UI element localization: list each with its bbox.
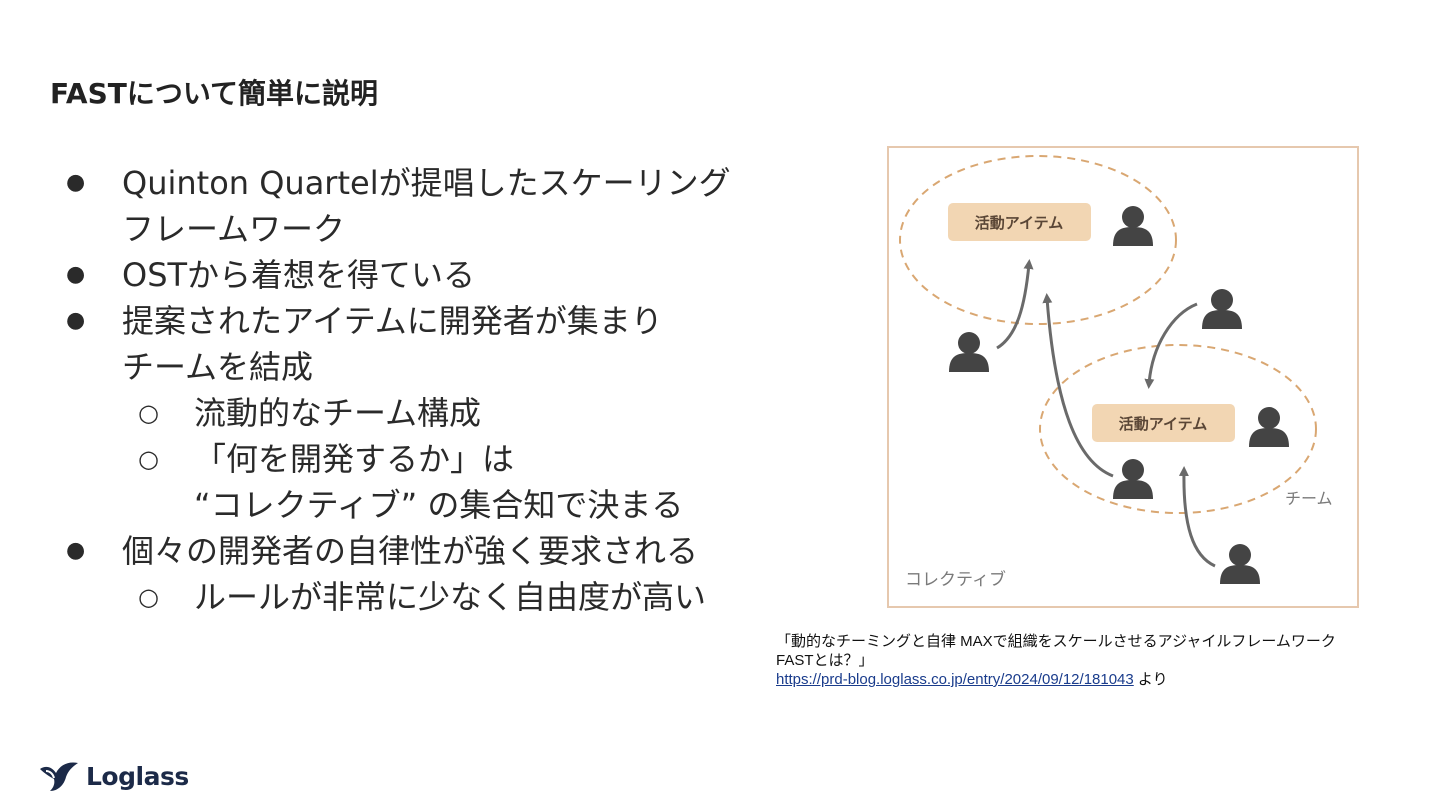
caption-suffix: より <box>1133 671 1168 688</box>
bullet-text-line: OSTから着想を得ている <box>122 256 476 294</box>
dot-bullet-icon: ● <box>66 538 86 563</box>
bullet-text-line: “コレクティブ” の集合知で決まる <box>194 486 684 524</box>
bullet-text-line: 提案されたアイテムに開発者が集まり <box>122 302 663 340</box>
sub-bullet-item: ○ 「何を開発するか」は “コレクティブ” の集合知で決まる <box>66 436 766 528</box>
logo-wordmark: Loglass <box>86 761 189 791</box>
bullet-item: ● 提案されたアイテムに開発者が集まりチームを結成 <box>66 298 766 390</box>
bullet-text-line: Quinton Quartelが提唱したスケーリング <box>122 164 731 202</box>
team-ellipse-top <box>899 155 1177 325</box>
arrow <box>996 259 1034 350</box>
circle-bullet-icon: ○ <box>138 583 159 611</box>
caption-source-line: https://prd-blog.loglass.co.jp/entry/202… <box>776 670 1376 689</box>
bullet-text-line: ルールが非常に少なく自由度が高い <box>194 578 707 616</box>
sub-bullet-item: ○ 流動的なチーム構成 <box>66 390 766 436</box>
dot-bullet-icon: ● <box>66 308 86 333</box>
team-ellipse-bottom <box>1039 344 1317 514</box>
source-link[interactable]: https://prd-blog.loglass.co.jp/entry/202… <box>776 671 1134 688</box>
bullet-item: ● Quinton Quartelが提唱したスケーリングフレームワーク <box>66 160 766 252</box>
circle-bullet-icon: ○ <box>138 445 159 473</box>
activity-item-label-2: 活動アイテム <box>1119 415 1208 433</box>
bullet-item: ● OSTから着想を得ている <box>66 252 766 298</box>
bullet-text-line: 流動的なチーム構成 <box>194 394 482 432</box>
bullet-text-line: チームを結成 <box>122 348 314 386</box>
activity-item-box-2 <box>1092 404 1235 442</box>
arrow <box>1178 466 1216 568</box>
fast-diagram: 活動アイテム 活動アイテム チーム コレクティブ <box>887 146 1359 608</box>
circle-bullet-icon: ○ <box>138 399 159 427</box>
slide-title: FASTについて簡単に説明 <box>50 77 379 110</box>
dot-bullet-icon: ● <box>66 170 86 195</box>
activity-item-label-1: 活動アイテム <box>975 214 1064 232</box>
figure-caption: 「動的なチーミングと自律 MAXで組織をスケールさせるアジャイルフレームワーク … <box>776 632 1376 689</box>
collective-label: コレクティブ <box>905 569 1006 590</box>
sub-bullet-item: ○ ルールが非常に少なく自由度が高い <box>66 574 766 620</box>
bullet-list: ● Quinton Quartelが提唱したスケーリングフレームワーク ● OSTから… <box>66 160 766 620</box>
arrow <box>1144 302 1198 389</box>
caption-line-1: 「動的なチーミングと自律 MAXで組織をスケールさせるアジャイルフレームワーク <box>776 633 1336 650</box>
activity-item-box-1 <box>948 203 1091 241</box>
bullet-text-line: フレームワーク <box>122 210 346 248</box>
caption-line-2: FASTとは？」 <box>776 652 874 669</box>
bullet-text-line: 個々の開発者の自律性が強く要求される <box>122 532 699 570</box>
bullet-text-line: 「何を開発するか」は <box>194 440 515 478</box>
loglass-logo: Loglass <box>38 758 189 794</box>
team-label: チーム <box>1285 489 1333 508</box>
arrow <box>1042 293 1114 478</box>
bullet-item: ● 個々の開発者の自律性が強く要求される <box>66 528 766 574</box>
loglass-bird-icon <box>40 762 78 791</box>
dot-bullet-icon: ● <box>66 262 86 287</box>
